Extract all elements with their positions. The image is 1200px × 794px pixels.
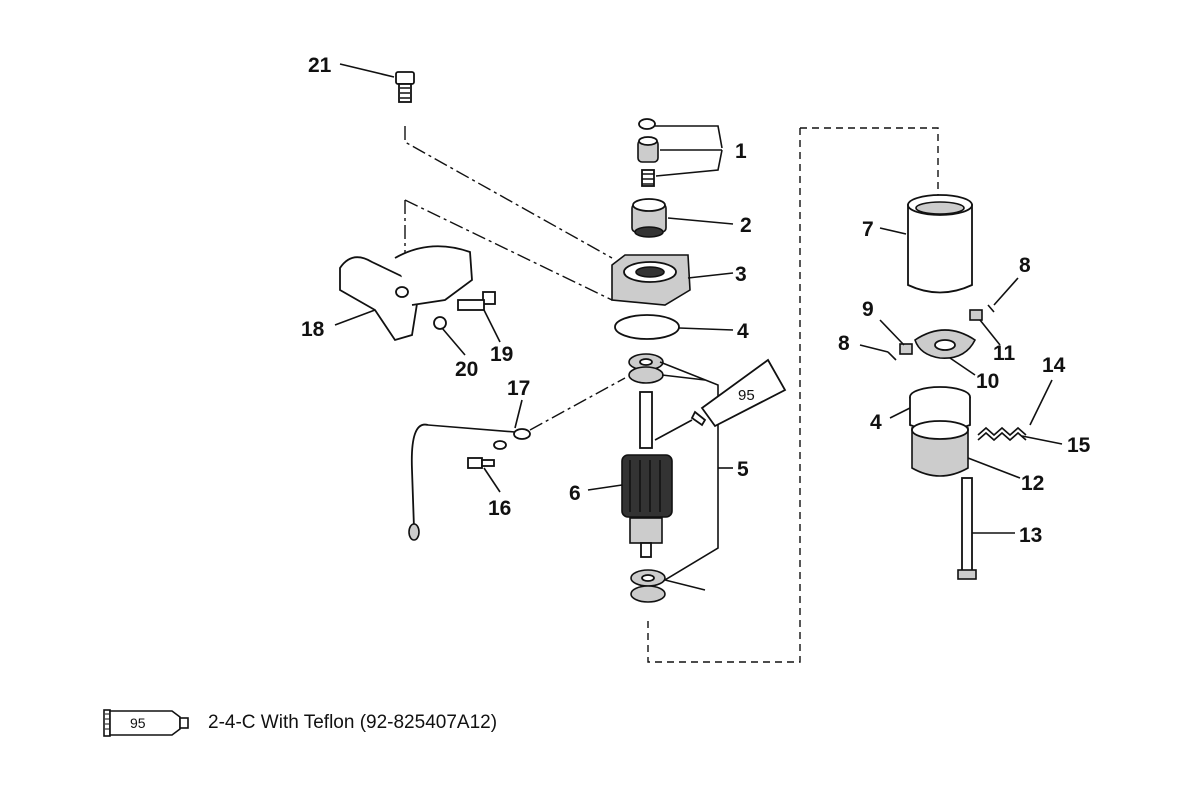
callout-19: 19	[490, 343, 513, 366]
callout-2: 2	[740, 214, 752, 237]
leader-15	[1021, 435, 1063, 445]
callout-9: 9	[862, 298, 874, 321]
leader-20	[441, 327, 466, 356]
part-12-end-housing	[911, 420, 969, 477]
part-13-through-bolt	[957, 477, 977, 580]
leader-8b	[859, 344, 889, 353]
grease-tube-95: 95	[654, 358, 787, 441]
leader-19	[483, 309, 501, 343]
part-5-washers	[628, 353, 719, 603]
leader-4a	[678, 327, 734, 331]
leader-3	[687, 272, 734, 279]
part-6-armature	[621, 391, 673, 558]
callout-10: 10	[976, 370, 999, 393]
callout-21: 21	[308, 54, 332, 77]
callout-18: 18	[301, 318, 325, 341]
callout-13: 13	[1019, 524, 1042, 547]
tube-label: 95	[738, 387, 755, 404]
callout-4-lower: 4	[870, 411, 882, 434]
part-1-retainer-set	[637, 118, 659, 187]
callout-6: 6	[569, 482, 581, 505]
callout-7: 7	[862, 218, 874, 241]
callout-14: 14	[1042, 354, 1066, 377]
grease-tube-icon: 95	[103, 709, 189, 737]
part-8-spring-a	[887, 351, 897, 361]
part-11-brush	[969, 309, 983, 321]
leader-12	[967, 457, 1021, 479]
leader-16	[483, 467, 501, 493]
callout-17: 17	[507, 377, 530, 400]
leader-14	[1029, 379, 1053, 426]
part-20-washer	[433, 316, 447, 330]
legend-text: 2-4-C With Teflon (92-825407A12)	[208, 712, 498, 733]
dashed-assembly-bracket	[647, 127, 939, 663]
callout-4-upper: 4	[737, 320, 749, 343]
callout-5: 5	[737, 458, 749, 481]
leader-1	[655, 125, 723, 177]
part-16-screw	[467, 440, 507, 469]
leader-18	[334, 309, 376, 326]
part-2-drive-pinion	[631, 198, 667, 238]
part-3-end-cap	[611, 254, 691, 306]
leader-21	[339, 63, 395, 78]
dash-dot-alignment-line	[404, 126, 613, 259]
legend-tube-label: 95	[130, 715, 146, 731]
part-18-bracket	[339, 245, 473, 342]
part-9-brush	[899, 343, 913, 355]
leader-17	[514, 399, 523, 429]
callout-8-right: 8	[1019, 254, 1031, 277]
callout-11: 11	[993, 342, 1016, 365]
part-17-lead-cable	[408, 423, 531, 541]
leader-10	[949, 357, 976, 376]
callout-12: 12	[1021, 472, 1044, 495]
callout-15: 15	[1067, 434, 1091, 457]
callout-1: 1	[735, 140, 747, 163]
leader-6	[587, 484, 623, 491]
callout-3: 3	[735, 263, 747, 286]
dash-dot-lead-line	[529, 377, 626, 431]
leader-9	[879, 319, 905, 346]
part-19-bolt	[457, 291, 496, 311]
leader-11	[979, 319, 1001, 346]
callout-8-left: 8	[838, 332, 850, 355]
leader-4b	[889, 407, 911, 419]
part-7-frame-housing	[907, 194, 973, 294]
leader-7	[879, 227, 907, 235]
callout-16: 16	[488, 497, 511, 520]
callout-20: 20	[455, 358, 478, 381]
leader-2	[667, 217, 734, 225]
leader-8a	[993, 277, 1019, 306]
part-8-spring-b	[987, 304, 995, 313]
part-4-o-ring	[614, 314, 680, 340]
lubricant-legend: 95 2-4-C With Teflon (92-825407A12)	[102, 703, 497, 743]
part-14-15-spring-set	[977, 426, 1027, 442]
part-10-brush-plate	[914, 329, 977, 359]
part-21-bolt	[395, 71, 415, 103]
